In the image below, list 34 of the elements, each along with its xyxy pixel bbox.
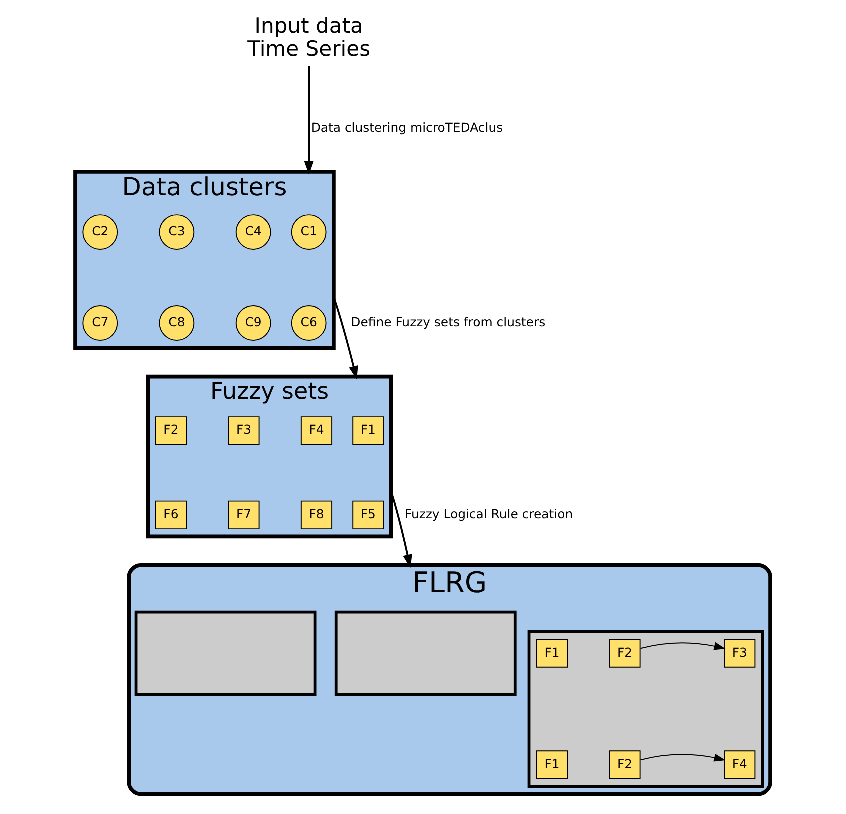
node-circle: C6 (291, 306, 327, 341)
node-box: F2 (155, 416, 188, 446)
node-box: F1 (536, 639, 568, 668)
node-circle: C4 (236, 214, 272, 250)
edge-label: Fuzzy Logical Rule creation (405, 506, 574, 522)
node-box: F2 (609, 639, 641, 668)
node-box (134, 610, 317, 696)
node-circle: C8 (159, 306, 195, 341)
edge-label: Define Fuzzy sets from clusters (351, 314, 546, 330)
node-circle: C3 (159, 214, 195, 250)
arrow (390, 492, 412, 568)
node-circle: C1 (291, 214, 327, 250)
node-box: F3 (228, 416, 260, 446)
arrow (333, 296, 358, 380)
node-box: F4 (300, 416, 333, 446)
node-box (334, 610, 517, 696)
node-box: F5 (352, 500, 384, 530)
node-box: F6 (155, 500, 188, 530)
node-text: Input data Time Series (248, 12, 371, 61)
edge-label: Data clustering microTEDAclus (311, 120, 504, 136)
node-box: F7 (228, 500, 260, 530)
node-box: F8 (300, 500, 333, 530)
node-box: F1 (536, 750, 568, 780)
node-circle: C9 (236, 306, 272, 341)
node-circle: C7 (82, 306, 118, 341)
node-box: F4 (724, 750, 756, 780)
arrow (304, 66, 314, 175)
node-box: F1 (352, 416, 384, 446)
arrow (640, 754, 726, 762)
cluster (528, 630, 764, 788)
node-box: F3 (724, 639, 756, 668)
node-box: F2 (609, 750, 641, 780)
arrow (640, 642, 726, 650)
node-circle: C2 (82, 214, 118, 250)
